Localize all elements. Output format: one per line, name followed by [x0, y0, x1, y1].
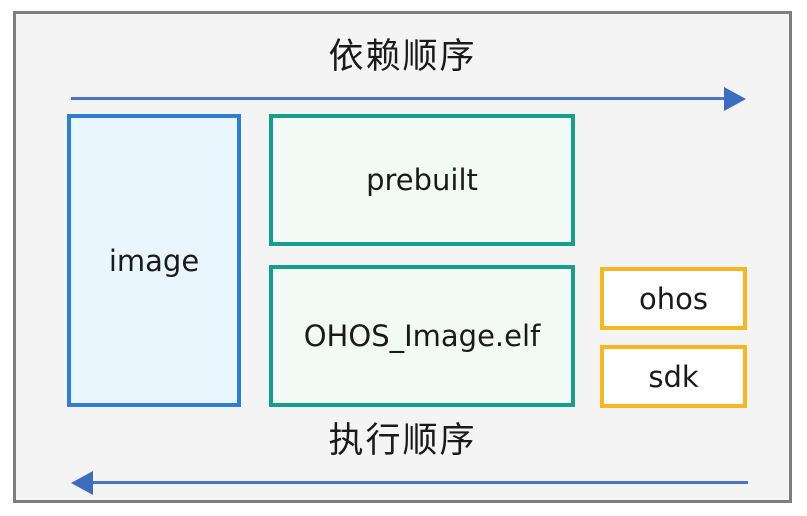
box-ohos-image-elf: OHOS_Image.elf — [269, 265, 575, 407]
box-image-label: image — [108, 243, 200, 278]
arrow-line — [71, 97, 726, 100]
box-image: image — [67, 114, 241, 407]
box-prebuilt-label: prebuilt — [366, 163, 478, 197]
box-ohos: ohos — [600, 267, 747, 330]
arrow-head-right-icon — [724, 87, 746, 111]
arrow-head-left-icon — [71, 471, 93, 495]
diagram-frame: 依赖顺序 image prebuilt OHOS_Image.elf ohos … — [13, 11, 792, 503]
box-sdk: sdk — [600, 345, 747, 408]
dependency-order-label: 依赖顺序 — [328, 37, 477, 77]
box-sdk-label: sdk — [648, 359, 699, 394]
box-ohos-label: ohos — [639, 281, 708, 316]
arrow-line — [93, 481, 748, 484]
box-prebuilt: prebuilt — [269, 114, 575, 246]
box-ohos-image-elf-label: OHOS_Image.elf — [303, 319, 541, 353]
execution-order-label: 执行顺序 — [328, 421, 477, 461]
